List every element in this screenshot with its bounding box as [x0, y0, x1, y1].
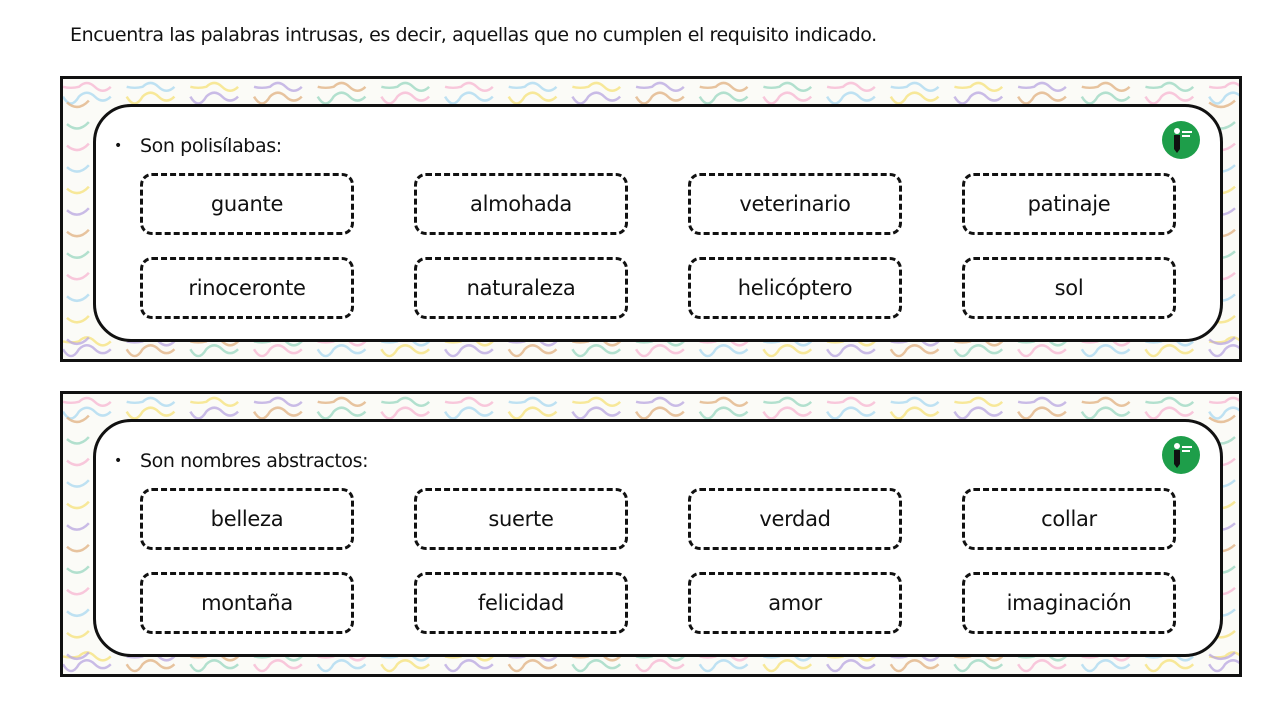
exercise-panel-1: • Son polisílabas: guante almohada veteri… — [60, 76, 1242, 362]
word-option[interactable]: guante — [140, 173, 354, 235]
word-option[interactable]: sol — [962, 257, 1176, 319]
word-option[interactable]: suerte — [414, 488, 628, 550]
bullet: • — [114, 138, 122, 154]
word-option[interactable]: almohada — [414, 173, 628, 235]
word-option[interactable]: helicóptero — [688, 257, 902, 319]
word-option[interactable]: naturaleza — [414, 257, 628, 319]
word-option[interactable]: amor — [688, 572, 902, 634]
bullet: • — [114, 453, 122, 469]
exercise-heading: • Son polisílabas: — [114, 135, 282, 157]
word-option[interactable]: veterinario — [688, 173, 902, 235]
exercise-heading: • Son nombres abstractos: — [114, 450, 369, 472]
word-option[interactable]: verdad — [688, 488, 902, 550]
word-option[interactable]: felicidad — [414, 572, 628, 634]
pencil-logo-icon — [1162, 121, 1200, 159]
word-option[interactable]: imaginación — [962, 572, 1176, 634]
instruction-text: Encuentra las palabras intrusas, es deci… — [70, 24, 877, 46]
exercise-heading-text: Son polisílabas: — [140, 135, 282, 157]
word-option[interactable]: patinaje — [962, 173, 1176, 235]
word-option[interactable]: montaña — [140, 572, 354, 634]
exercise-panel-2: • Son nombres abstractos: belleza suerte … — [60, 391, 1242, 677]
exercise-heading-text: Son nombres abstractos: — [140, 450, 369, 472]
word-grid: guante almohada veterinario patinaje rin… — [140, 173, 1176, 319]
word-option[interactable]: collar — [962, 488, 1176, 550]
word-option[interactable]: rinoceronte — [140, 257, 354, 319]
word-option[interactable]: belleza — [140, 488, 354, 550]
exercise-card-1: • Son polisílabas: guante almohada veteri… — [93, 104, 1223, 342]
exercise-card-2: • Son nombres abstractos: belleza suerte … — [93, 419, 1223, 657]
pencil-logo-icon — [1162, 436, 1200, 474]
word-grid: belleza suerte verdad collar montaña fel… — [140, 488, 1176, 634]
